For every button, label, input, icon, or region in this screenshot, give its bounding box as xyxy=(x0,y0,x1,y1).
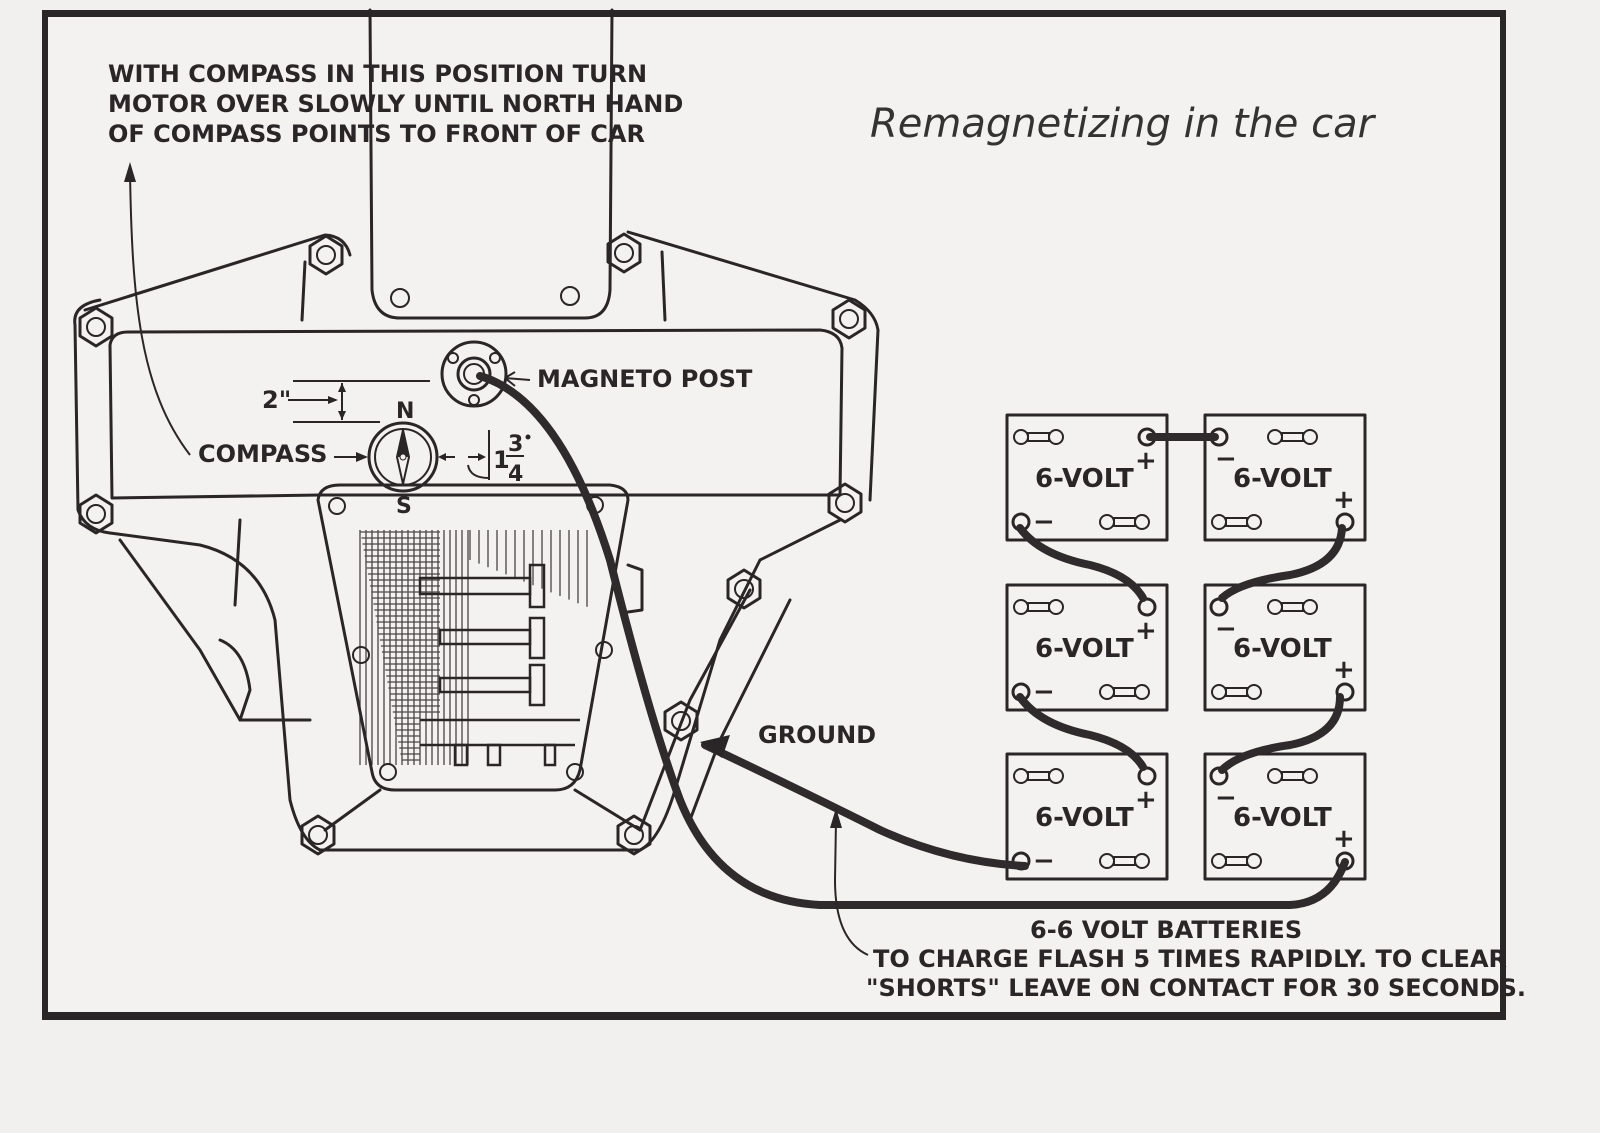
battery-case xyxy=(1005,752,1169,881)
battery-label: 6-VOLT xyxy=(1035,803,1134,833)
compass-north-label: N xyxy=(396,399,414,424)
dimension-whole: 1 xyxy=(493,446,510,474)
diagram-frame xyxy=(42,10,1506,1020)
battery-case xyxy=(1203,752,1367,881)
dimension-1-3-4 xyxy=(438,430,490,480)
ground-cable xyxy=(701,741,1029,870)
battery-label: 6-VOLT xyxy=(1233,634,1332,664)
positive-sign: + xyxy=(1333,485,1355,515)
instruction-line-2: MOTOR OVER SLOWLY UNTIL NORTH HAND xyxy=(108,90,683,118)
compass-label: COMPASS xyxy=(198,440,327,468)
instruction-line-3: OF COMPASS POINTS TO FRONT OF CAR xyxy=(108,120,645,148)
diagram-title: Remagnetizing in the car xyxy=(870,101,1377,147)
instruction-line-1: WITH COMPASS IN THIS POSITION TURN xyxy=(108,60,647,88)
hex-bolt-icon xyxy=(308,234,344,276)
battery-case xyxy=(1203,413,1367,542)
hex-bolt-icon xyxy=(78,306,114,348)
arrow-head-icon xyxy=(830,808,842,828)
jumper-cable xyxy=(1016,693,1147,771)
coil-hatching xyxy=(359,530,588,765)
hex-bolt-icon xyxy=(78,493,114,535)
ground-label: GROUND xyxy=(758,721,876,749)
dimension-numerator: 3 xyxy=(508,432,523,457)
battery-case xyxy=(1005,413,1169,542)
hex-bolt-icon xyxy=(663,700,699,742)
magneto-post-label: MAGNETO POST xyxy=(537,365,753,393)
bottom-instruction-line-1: TO CHARGE FLASH 5 TIMES RAPIDLY. TO CLEA… xyxy=(873,945,1507,973)
battery-label: 6-VOLT xyxy=(1233,464,1332,494)
negative-sign: − xyxy=(1215,783,1237,813)
positive-sign: + xyxy=(1135,616,1157,646)
batteries-label: 6-6 VOLT BATTERIES xyxy=(1030,916,1302,944)
magneto-cable xyxy=(476,372,1349,909)
positive-terminal xyxy=(1137,766,1157,786)
battery-label: 6-VOLT xyxy=(1035,634,1134,664)
hex-bolt-icon xyxy=(827,482,863,524)
battery-label: 6-VOLT xyxy=(1035,464,1134,494)
positive-sign: + xyxy=(1333,824,1355,854)
jumper-cable xyxy=(1016,524,1147,602)
hex-bolt-icon xyxy=(616,814,652,856)
dimension-2in-label: 2" xyxy=(262,386,291,414)
hex-bolts xyxy=(78,232,867,856)
battery-middle-right: + −6-VOLT xyxy=(1203,583,1367,712)
battery-bottom-right: + −6-VOLT xyxy=(1203,752,1367,881)
hex-bolt-icon xyxy=(606,232,642,274)
compass-icon xyxy=(367,421,439,493)
compass-south-label: S xyxy=(396,494,412,519)
negative-sign: − xyxy=(1033,507,1055,537)
negative-sign: − xyxy=(1215,614,1237,644)
negative-sign: − xyxy=(1215,444,1237,474)
negative-sign: − xyxy=(1033,846,1055,876)
positive-sign: + xyxy=(1333,655,1355,685)
positive-sign: + xyxy=(1135,785,1157,815)
battery-middle-left: + − 6-VOLT xyxy=(1005,583,1169,712)
hatching-lines xyxy=(359,530,588,765)
arrow-head-icon xyxy=(124,162,136,182)
bottom-instruction-line-2: "SHORTS" LEAVE ON CONTACT FOR 30 SECONDS… xyxy=(866,974,1526,1002)
magneto-coils xyxy=(418,563,580,767)
instruction-arrow xyxy=(124,162,191,456)
dimension-denominator: 4 xyxy=(508,462,523,487)
battery-top-right: + −6-VOLT xyxy=(1203,413,1367,542)
positive-sign: + xyxy=(1135,446,1157,476)
dimension-2in xyxy=(288,380,430,423)
negative-sign: − xyxy=(1033,677,1055,707)
magneto-post xyxy=(440,340,508,408)
jumper-cable xyxy=(1218,693,1344,774)
hex-bolt-icon xyxy=(726,568,762,610)
positive-terminal xyxy=(1137,597,1157,617)
hex-bolt-icon xyxy=(831,298,867,340)
battery-case xyxy=(1203,583,1367,712)
hex-bolt-icon xyxy=(300,814,336,856)
negative-terminal xyxy=(1209,597,1229,617)
battery-bottom-left: + − 6-VOLT xyxy=(1005,752,1169,881)
cables xyxy=(476,372,1349,909)
battery-bank: +−6-VOLT+−6-VOLT+−6-VOLT+−6-VOLT+−6-VOLT… xyxy=(1005,413,1367,881)
battery-label: 6-VOLT xyxy=(1233,803,1332,833)
jumper-cable xyxy=(1218,524,1346,602)
battery-case xyxy=(1005,583,1169,712)
positive-terminal xyxy=(1335,682,1355,702)
battery-top-left: + − 6-VOLT xyxy=(1005,413,1169,542)
